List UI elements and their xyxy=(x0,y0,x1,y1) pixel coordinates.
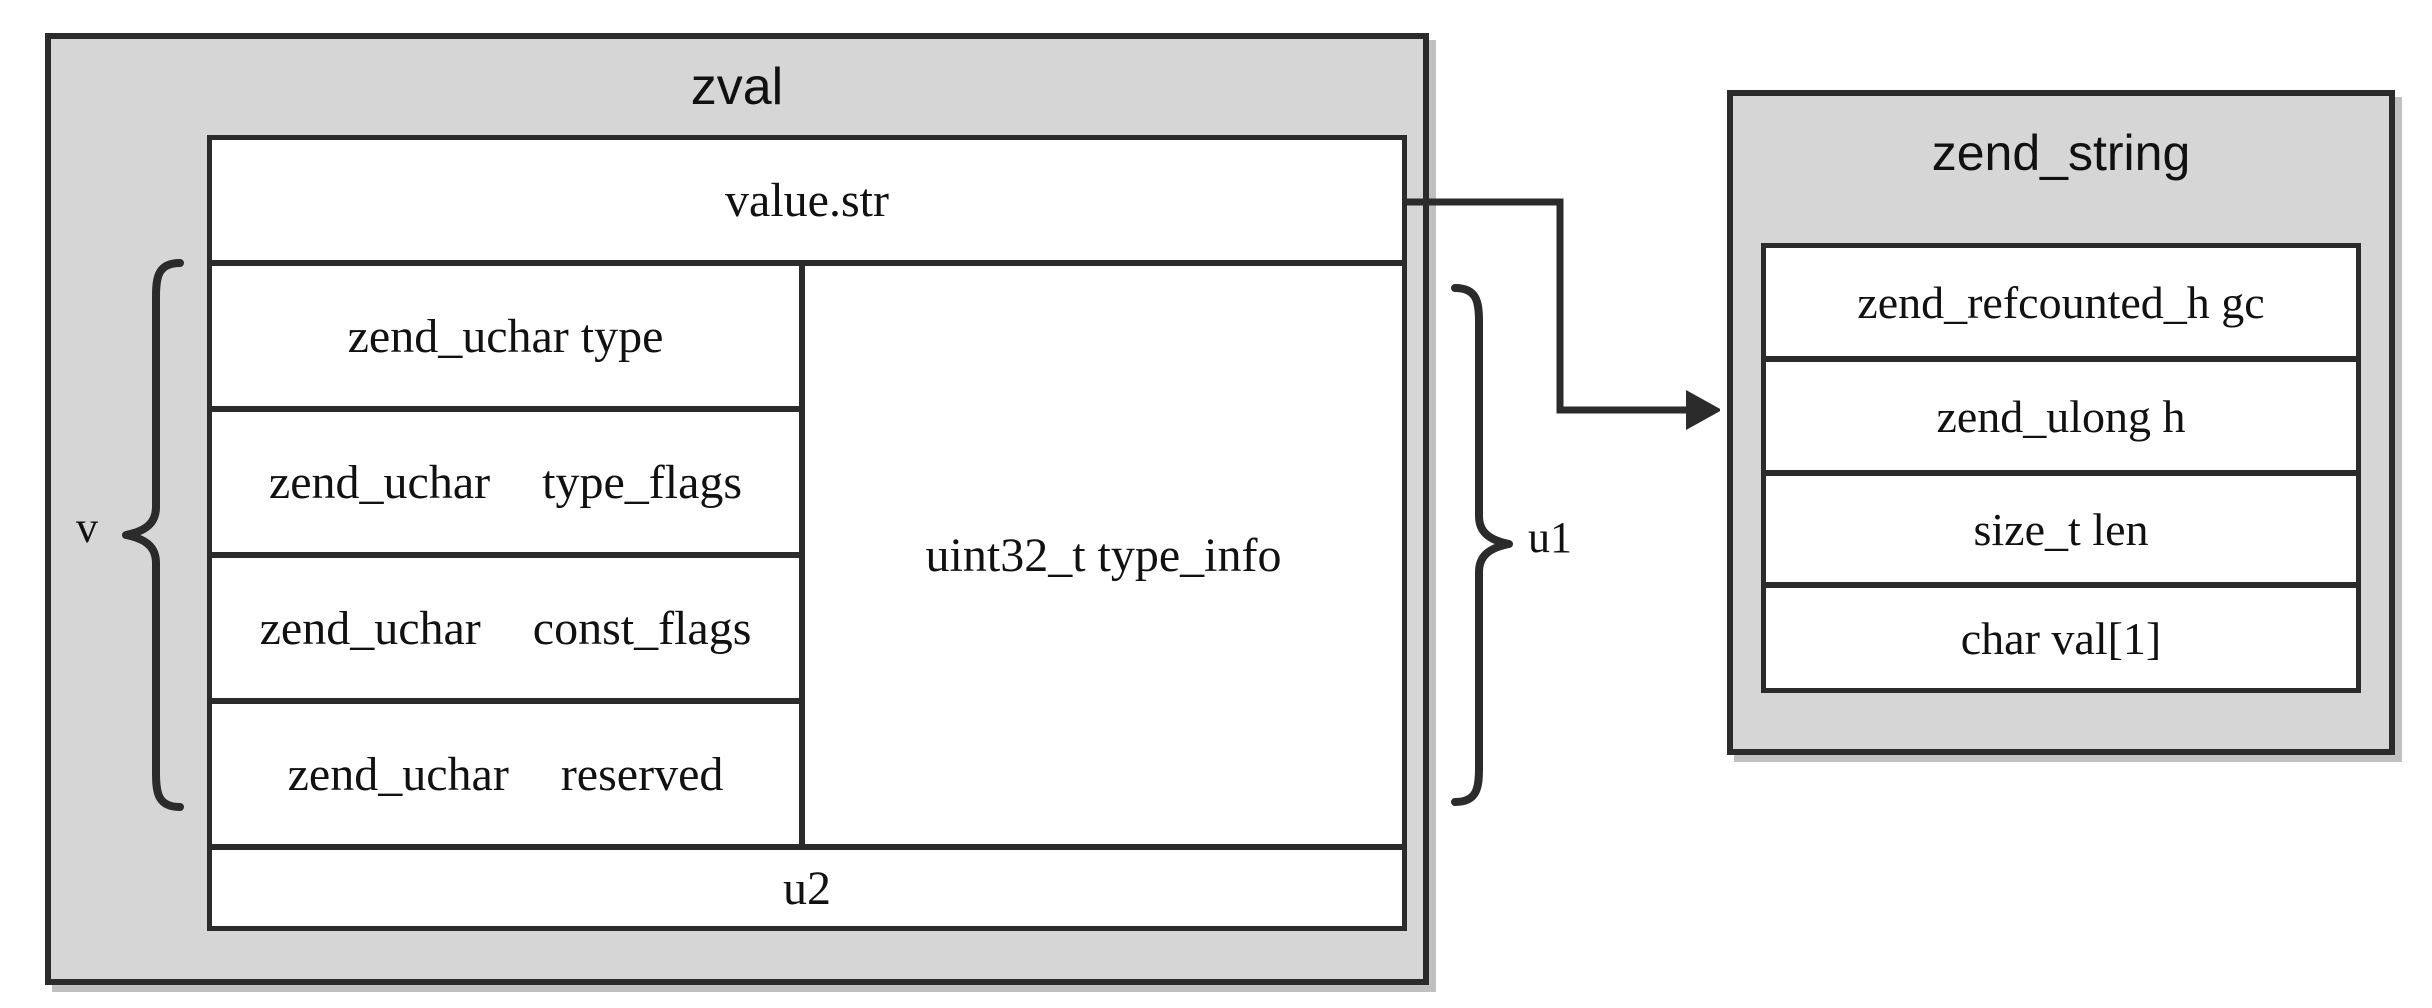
value-str-to-zend-string-connector xyxy=(1400,170,1720,450)
zval-field-const-flags-type: zend_uchar xyxy=(259,601,481,655)
zval-field-reserved: zend_uchar reserved xyxy=(212,704,799,844)
arrow-head xyxy=(1686,390,1720,430)
zend-string-field-h: zend_ulong h xyxy=(1766,362,2356,470)
zval-field-type-flags: zend_uchar type_flags xyxy=(212,412,799,552)
divider xyxy=(212,552,799,558)
zval-field-type-flags-name: type_flags xyxy=(542,455,743,509)
divider xyxy=(1766,356,2356,362)
divider xyxy=(212,260,1402,266)
column-divider xyxy=(799,266,805,844)
zend-string-title: zend_string xyxy=(1931,125,2191,181)
zval-field-const-flags: zend_uchar const_flags xyxy=(212,558,799,698)
zval-field-type-info: uint32_t type_info xyxy=(805,266,1402,844)
u1-brace-label: u1 xyxy=(1528,513,1572,562)
zval-field-table: value.str zend_uchar type zend_uchar typ… xyxy=(207,135,1407,931)
zval-field-type-flags-type: zend_uchar xyxy=(268,455,491,509)
divider xyxy=(212,844,1402,850)
u1-brace xyxy=(1447,280,1523,810)
divider xyxy=(1766,470,2356,476)
zend-string-field-table: zend_refcounted_h gc zend_ulong h size_t… xyxy=(1761,243,2361,693)
zval-field-u2: u2 xyxy=(212,850,1402,926)
divider xyxy=(212,698,799,704)
divider xyxy=(212,406,799,412)
divider xyxy=(1766,582,2356,588)
zend-string-field-gc: zend_refcounted_h gc xyxy=(1766,248,2356,356)
v-brace-label: v xyxy=(76,503,98,552)
zval-field-reserved-name: reserved xyxy=(560,747,724,801)
zval-title: zval xyxy=(690,58,784,116)
zval-field-reserved-type: zend_uchar xyxy=(287,747,509,801)
zval-field-type: zend_uchar type xyxy=(212,266,799,406)
zend-string-field-val: char val[1] xyxy=(1766,588,2356,688)
zval-field-value-str: value.str xyxy=(212,140,1402,260)
zval-field-const-flags-name: const_flags xyxy=(532,601,752,655)
zend-string-field-len: size_t len xyxy=(1766,476,2356,582)
